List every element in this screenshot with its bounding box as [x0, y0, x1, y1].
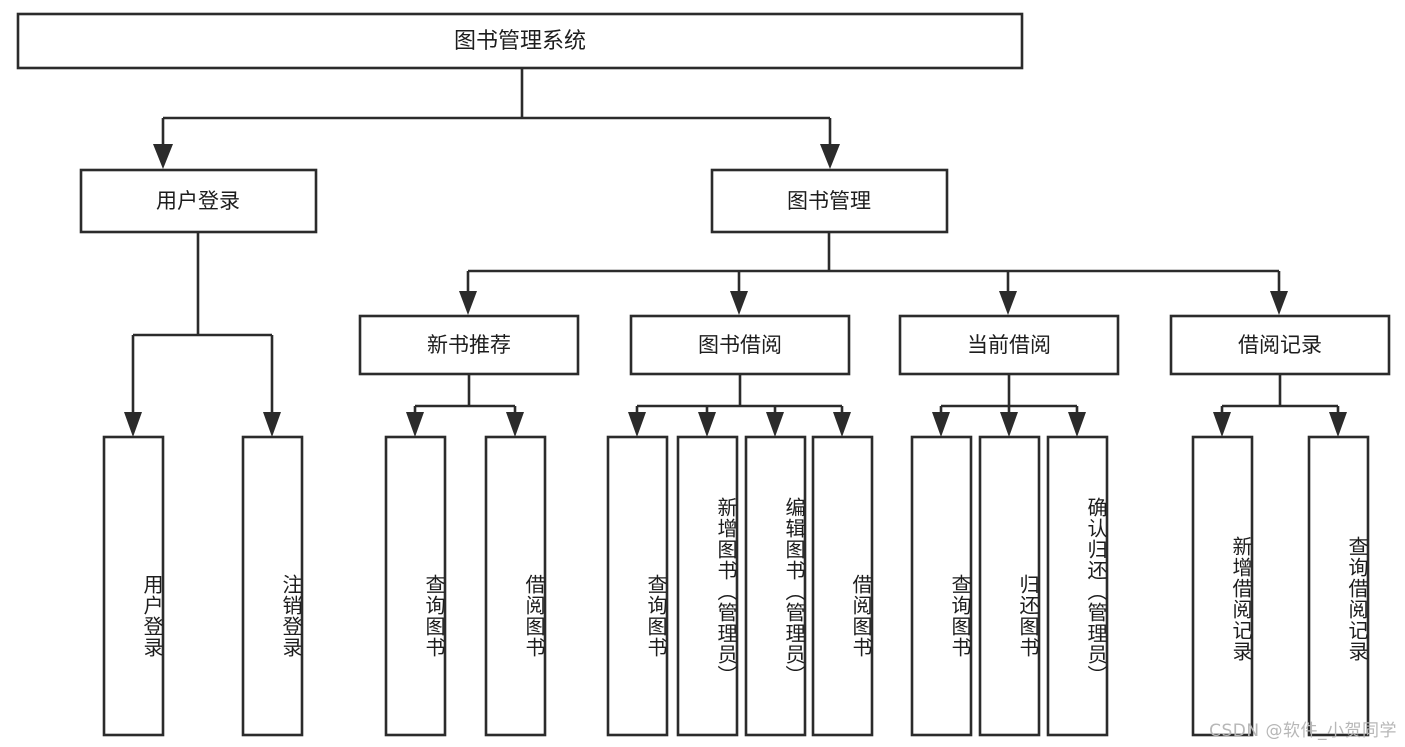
arrow-head-bb-3	[833, 412, 851, 437]
book-borrow-box[interactable]	[629, 314, 851, 376]
node-new-book-recommend[interactable]: 新书推荐	[358, 314, 580, 376]
arrow-head-l3-2	[999, 291, 1017, 315]
arrow-head-cb-2	[1068, 412, 1086, 437]
book-borrow-label: 图书借阅	[698, 333, 782, 357]
leaf-box-book-borrow-2[interactable]	[744, 435, 807, 737]
node-book-manage[interactable]: 图书管理	[710, 168, 949, 234]
root-box[interactable]	[16, 12, 1024, 70]
arrow-head-br-0	[1213, 412, 1231, 437]
leaf-box-borrow-record-0[interactable]	[1191, 435, 1254, 737]
new-book-recommend-box[interactable]	[358, 314, 580, 376]
leaf-box-current-borrow-2[interactable]	[1046, 435, 1109, 737]
arrow-head-bb-1	[698, 412, 716, 437]
current-borrow-label: 当前借阅	[967, 333, 1051, 357]
node-book-borrow[interactable]: 图书借阅	[629, 314, 851, 376]
leaf-box-user-login-1[interactable]	[241, 435, 304, 737]
new-book-recommend-label: 新书推荐	[427, 333, 511, 357]
arrow-head-ul-1	[263, 412, 281, 437]
root-label: 图书管理系统	[454, 29, 586, 54]
arrow-head-cb-0	[932, 412, 950, 437]
node-user-login[interactable]: 用户登录	[79, 168, 318, 234]
arrow-head-l3-0	[459, 291, 477, 315]
node-current-borrow[interactable]: 当前借阅	[898, 314, 1120, 376]
leaf-box-new-book-recommend-0[interactable]	[384, 435, 447, 737]
leaf-box-new-book-recommend-1[interactable]	[484, 435, 547, 737]
book-manage-label: 图书管理	[787, 189, 871, 213]
node-root[interactable]: 图书管理系统	[16, 12, 1024, 70]
arrow-head-br-1	[1329, 412, 1347, 437]
leaf-box-book-borrow-3[interactable]	[811, 435, 874, 737]
leaf-box-borrow-record-1[interactable]	[1307, 435, 1370, 737]
book-manage-box[interactable]	[710, 168, 949, 234]
csdn-watermark: CSDN @软件_小贺同学	[1209, 721, 1397, 741]
leaf-box-current-borrow-1[interactable]	[978, 435, 1041, 737]
arrow-head-l3-3	[1270, 291, 1288, 315]
current-borrow-box[interactable]	[898, 314, 1120, 376]
borrow-record-label: 借阅记录	[1238, 333, 1322, 357]
arrow-head-bb-0	[628, 412, 646, 437]
arrow-head-book-manage	[820, 144, 840, 169]
node-borrow-record[interactable]: 借阅记录	[1169, 314, 1391, 376]
arrow-head-bb-2	[766, 412, 784, 437]
arrow-head-nbr-1	[506, 412, 524, 437]
leaf-box-book-borrow-0[interactable]	[606, 435, 669, 737]
leaf-box-user-login-0[interactable]	[102, 435, 165, 737]
arrow-head-user-login	[153, 144, 173, 169]
arrow-head-nbr-0	[406, 412, 424, 437]
arrow-head-cb-1	[1000, 412, 1018, 437]
user-login-label: 用户登录	[156, 189, 240, 213]
arrow-head-ul-0	[124, 412, 142, 437]
borrow-record-box[interactable]	[1169, 314, 1391, 376]
leaf-box-book-borrow-1[interactable]	[676, 435, 739, 737]
leaf-box-current-borrow-0[interactable]	[910, 435, 973, 737]
arrow-head-l3-1	[730, 291, 748, 315]
